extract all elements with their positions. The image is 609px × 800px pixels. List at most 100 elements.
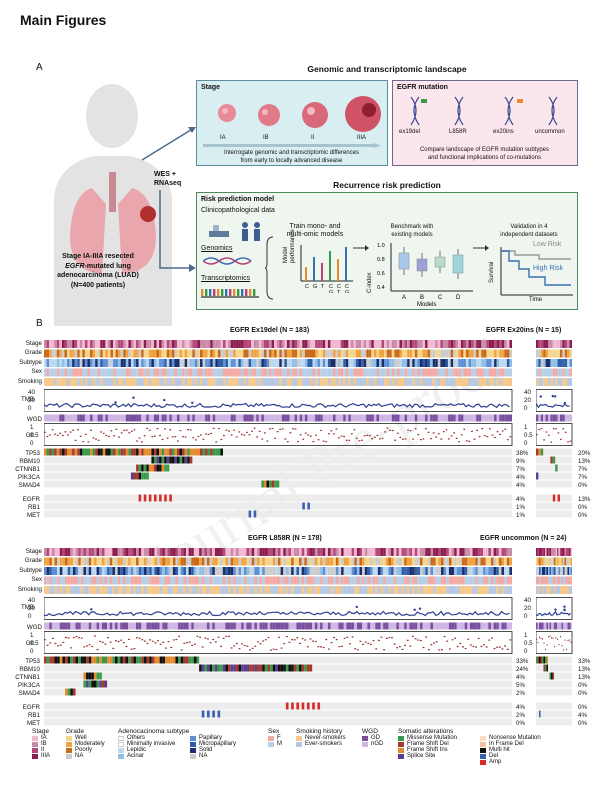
oncoprint-block-4	[536, 548, 573, 726]
pct-label: 0%	[578, 512, 587, 519]
pct-label: 4%	[516, 482, 525, 489]
tmb-tick: 0	[28, 405, 32, 412]
tmb-label: TMB	[20, 396, 34, 403]
oncoprint-block-3	[44, 548, 513, 726]
legend-item: Missense Mutation	[398, 735, 457, 741]
pct-label: 0%	[578, 704, 587, 711]
gii-tick-right: 1	[524, 424, 528, 431]
tmb-label: TMB	[20, 604, 34, 611]
gene-label-pik3ca: PIK3CA	[17, 474, 40, 481]
svg-text:A: A	[402, 295, 406, 301]
gene-label-met: MET	[26, 720, 40, 727]
pct-label: 4%	[516, 474, 525, 481]
pct-label: 33%	[516, 658, 529, 665]
svg-text:G: G	[345, 290, 349, 293]
rna-icon	[201, 289, 259, 298]
egfr-box-title: EGFR mutation	[397, 84, 448, 91]
egfr-label-l858r: L858R	[449, 129, 467, 135]
legend-item: II	[32, 747, 50, 753]
pct-label: 7%	[578, 466, 587, 473]
pct-label: 24%	[516, 666, 529, 673]
pct-label: 4%	[516, 674, 525, 681]
gene-label-smad4: SMAD4	[18, 482, 40, 489]
legend-title-grade: Grade	[66, 728, 85, 735]
pct-label: 2%	[516, 690, 525, 697]
pct-label: 0%	[578, 682, 587, 689]
pct-label: 7%	[578, 474, 587, 481]
pct-label: 4%	[516, 496, 525, 503]
legend-item: Papillary	[190, 735, 236, 741]
pct-label: 4%	[516, 704, 525, 711]
legend-title-wgd: WGD	[362, 728, 378, 735]
flow-arrows	[141, 127, 196, 272]
pct-label: 0%	[578, 720, 587, 727]
legend-item: Lepidic	[118, 747, 189, 753]
page-title: Main Figures	[20, 12, 107, 28]
legend-item: Moderately	[66, 741, 105, 747]
legend-item: In Frame Del	[480, 741, 541, 747]
gene-label-rbm10: RBM10	[19, 666, 40, 673]
train-models-label: Train mono- and multi-omic models	[286, 223, 344, 238]
svg-text:Models: Models	[417, 302, 436, 307]
pct-label: 1%	[516, 504, 525, 511]
benchmark-label: Benchmark with existing models	[390, 224, 434, 238]
legend-item: Minimally invasive	[118, 741, 189, 747]
svg-text:G: G	[329, 290, 333, 293]
gii-tick-right: 0.5	[524, 640, 533, 647]
track-label-subtype: Subtype	[19, 358, 42, 366]
low-risk-label: Low Risk	[533, 241, 562, 248]
clinical-icons	[209, 222, 260, 241]
egfr-mutation-box: EGFR mutation ex19del L858R ex20ins unco…	[392, 80, 578, 166]
genomics-label: Genomics	[201, 245, 233, 252]
track-label-smoking: Smoking	[17, 377, 42, 385]
track-label-sex: Sex	[31, 576, 42, 583]
tmb-tick: 40	[28, 389, 35, 396]
egfr-label-ex19del: ex19del	[399, 129, 421, 135]
tumor-stage-icons	[218, 96, 381, 132]
stage-box: Stage IA IB II IIIA Interrogate genomic …	[196, 80, 388, 166]
tmb-tick-right: 0	[524, 613, 528, 620]
legend-item: Multi hit	[480, 747, 541, 753]
pct-label: 1%	[516, 512, 525, 519]
svg-text:1.0: 1.0	[377, 243, 385, 249]
svg-text:0.6: 0.6	[377, 271, 385, 277]
legend-item: Micropapillary	[190, 741, 236, 747]
tmb-tick-right: 40	[524, 389, 531, 396]
risk-prediction-box: Risk prediction model Clinicopathologica…	[196, 192, 578, 310]
legend-item: Others	[118, 735, 189, 741]
svg-text:G: G	[313, 284, 317, 290]
pct-label: 4%	[578, 712, 587, 719]
pct-label: 7%	[516, 466, 525, 473]
gii-tick: 0	[30, 440, 34, 447]
panel-a-letter: A	[36, 62, 43, 73]
pct-label: 0%	[516, 720, 525, 727]
gene-label-rb1: RB1	[27, 504, 40, 511]
legend-item: Frame Shift Ins	[398, 747, 457, 753]
legend-item: Well	[66, 735, 105, 741]
gene-label-rbm10: RBM10	[19, 458, 40, 465]
survival-axis-label: Survival	[489, 261, 495, 283]
svg-text:C: C	[305, 284, 309, 290]
group-title-l858r: EGFR L858R (N = 178)	[248, 535, 322, 542]
svg-text:0.4: 0.4	[377, 285, 385, 291]
stage-label-ib: IB	[263, 135, 269, 141]
track-label-grade: Grade	[24, 557, 42, 564]
gii-tick-right: 0	[524, 648, 528, 655]
egfr-label-uncommon: uncommon	[535, 129, 565, 135]
dna-icons	[410, 96, 558, 126]
brace	[265, 236, 274, 300]
track-label-stage: Stage	[25, 339, 42, 347]
track-label-stage: Stage	[25, 547, 42, 555]
stage-label-ii: II	[311, 135, 315, 141]
group-title-uncommon: EGFR uncommon (N = 24)	[480, 535, 567, 542]
gene-label-met: MET	[26, 512, 40, 519]
egfr-box-caption: Compare landscape of EGFR mutation subty…	[419, 147, 550, 161]
